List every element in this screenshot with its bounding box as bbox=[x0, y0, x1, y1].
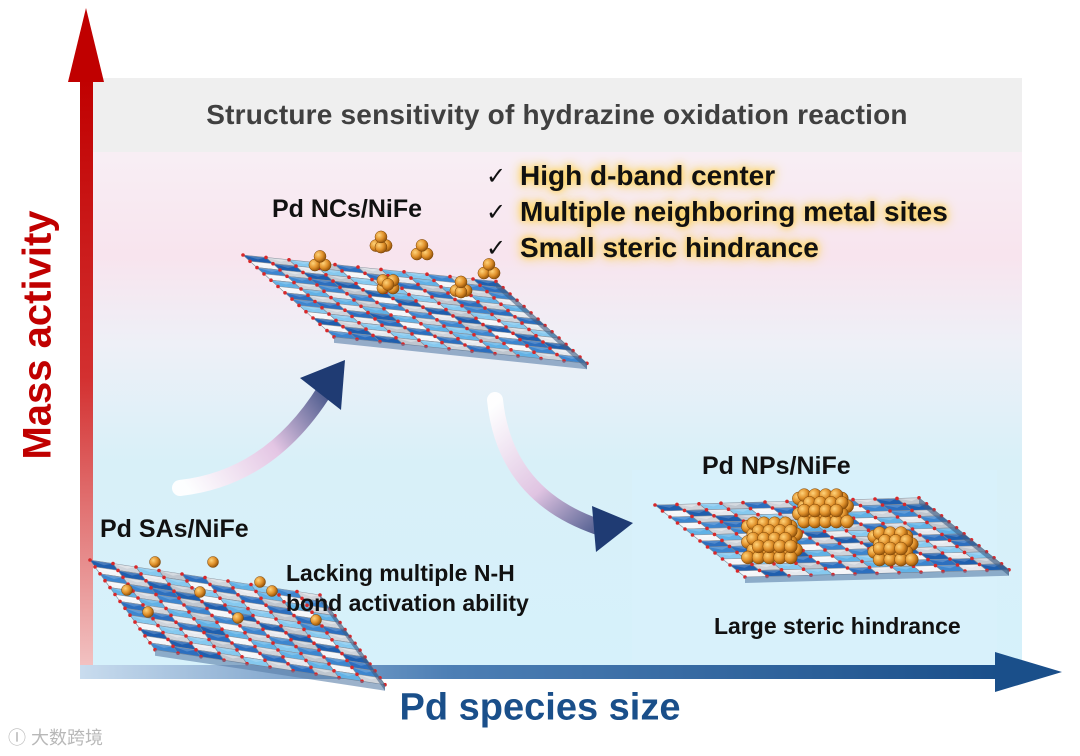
advantage-text: High d-band center bbox=[520, 160, 776, 191]
check-icon: ✓ bbox=[486, 234, 507, 262]
title-band: Structure sensitivity of hydrazine oxida… bbox=[92, 78, 1022, 152]
check-icon: ✓ bbox=[486, 198, 507, 226]
nc-lattice-slab bbox=[241, 253, 589, 370]
watermark-text: 大数跨境 bbox=[31, 728, 104, 748]
x-axis-label: Pd species size bbox=[399, 686, 681, 729]
nc-species-label: Pd NCs/NiFe bbox=[272, 195, 423, 223]
watermark-logo-icon: Ⓘ bbox=[8, 728, 32, 748]
advantage-item: ✓ Multiple neighboring metal sites bbox=[486, 194, 948, 230]
sa-note-line1: Lacking multiple N-H bbox=[286, 560, 515, 586]
advantage-item: ✓ High d-band center bbox=[486, 158, 948, 194]
flow-arrow-nc-to-np bbox=[487, 392, 633, 552]
advantage-text: Multiple neighboring metal sites bbox=[520, 196, 948, 227]
sa-note: Lacking multiple N-H bond activation abi… bbox=[286, 558, 529, 618]
nc-pd-clusters bbox=[308, 230, 501, 299]
sa-lattice-slab bbox=[88, 558, 387, 691]
sa-species-label: Pd SAs/NiFe bbox=[100, 515, 249, 543]
flow-arrow-sa-to-nc bbox=[172, 360, 345, 496]
y-axis-label: Mass activity bbox=[15, 210, 60, 460]
nc-advantages-list: ✓ High d-band center ✓ Multiple neighbor… bbox=[486, 158, 948, 266]
np-species-label: Pd NPs/NiFe bbox=[702, 452, 851, 480]
diagram-title: Structure sensitivity of hydrazine oxida… bbox=[206, 99, 908, 130]
advantage-text: Small steric hindrance bbox=[520, 232, 819, 263]
advantage-item: ✓ Small steric hindrance bbox=[486, 230, 948, 266]
sa-pd-atoms bbox=[121, 556, 322, 626]
y-axis-arrow bbox=[68, 8, 104, 676]
sa-note-line2: bond activation ability bbox=[286, 590, 529, 616]
check-icon: ✓ bbox=[486, 162, 507, 190]
np-note: Large steric hindrance bbox=[714, 613, 961, 639]
watermark: Ⓘ 大数跨境 bbox=[8, 724, 103, 750]
np-pd-nanoparticles bbox=[741, 488, 919, 567]
